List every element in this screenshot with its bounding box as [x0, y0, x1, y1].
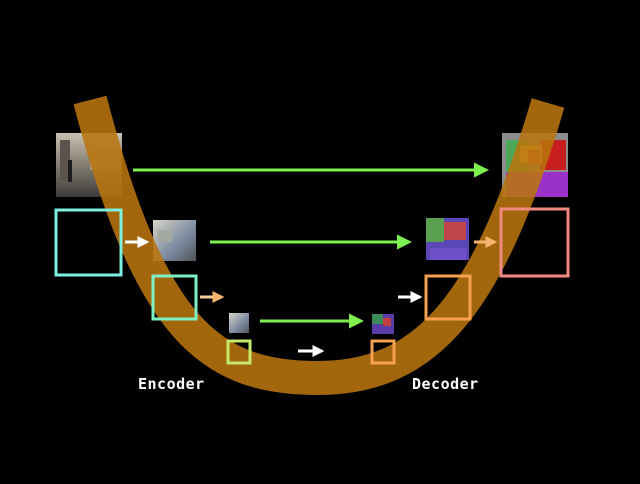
decoder-feature-box-level-1 — [499, 207, 570, 278]
decoder-feature-box-level-3 — [370, 339, 396, 365]
decoder-label: Decoder — [412, 375, 479, 393]
u-curve-band — [73, 95, 565, 396]
encoder-feature-box-level-2 — [151, 274, 198, 321]
encoder-label: Encoder — [138, 375, 205, 393]
decoder-segmentation-level-2 — [426, 218, 469, 260]
encoder-feature-box-level-3 — [226, 339, 252, 365]
decoder-segmentation-level-3 — [372, 314, 394, 334]
encoder-image-level-3 — [229, 313, 249, 333]
decoder-feature-box-level-2 — [424, 274, 472, 321]
encoder-feature-box-level-1 — [54, 208, 123, 277]
